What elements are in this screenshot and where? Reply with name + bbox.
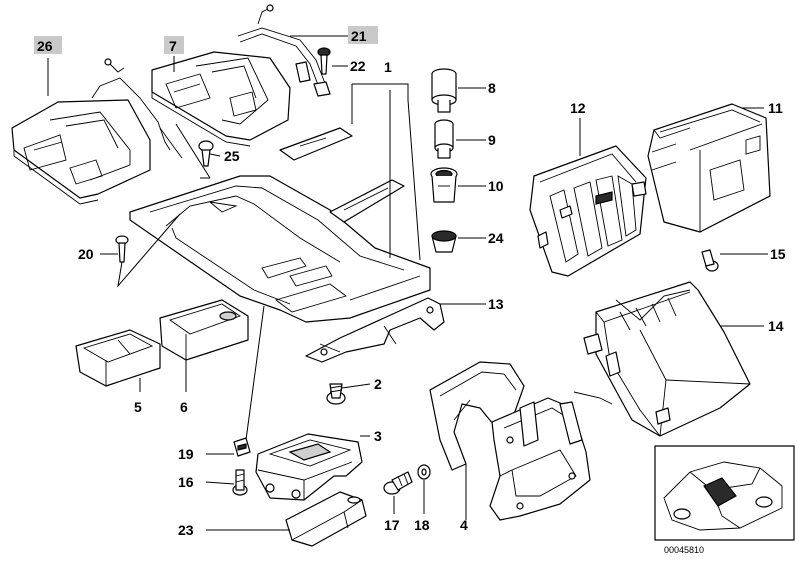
- part-15-screw: [701, 249, 719, 272]
- part-26-shift-bezel: [11, 58, 183, 205]
- label-9: 9: [488, 132, 496, 148]
- label-12: 12: [570, 100, 586, 116]
- label-24: 24: [488, 230, 504, 246]
- part-17-bolt: [383, 471, 413, 495]
- part-19-clip: [233, 437, 251, 457]
- part-18-washer: [417, 464, 431, 480]
- label-10: 10: [488, 178, 504, 194]
- label-2: 2: [374, 376, 382, 392]
- label-26-highlight: [34, 36, 62, 54]
- label-25: 25: [224, 148, 240, 164]
- part-6-ashtray-insert: [159, 299, 249, 361]
- label-15: 15: [770, 246, 786, 262]
- part-4-support-frame: [429, 361, 613, 521]
- part-9-lighter-element: [434, 119, 454, 159]
- part-21-indicator-cable: [237, 4, 331, 97]
- label-21-highlight: [348, 26, 378, 44]
- part-1-console-body: [129, 83, 431, 323]
- part-20-screw: [115, 235, 129, 263]
- label-16: 16: [178, 474, 194, 490]
- part-25-screw: [198, 140, 214, 167]
- part-14-storage-compartment: [583, 281, 751, 437]
- label-5: 5: [134, 399, 142, 415]
- label-22: 22: [350, 58, 366, 74]
- label-7: 7: [169, 38, 177, 54]
- part-8-lighter-insert: [431, 68, 457, 113]
- label-20: 20: [78, 246, 94, 262]
- label-7-highlight: [164, 36, 184, 54]
- part-3-ashtray-housing: [255, 433, 363, 501]
- part-13-bracket: [305, 297, 445, 363]
- label-3: 3: [374, 428, 382, 444]
- label-19: 19: [178, 446, 194, 462]
- label-13: 13: [488, 296, 504, 312]
- part-10-lighter-socket: [430, 167, 458, 203]
- part-12-switch-housing: [529, 145, 647, 277]
- label-23: 23: [178, 522, 194, 538]
- label-1: 1: [384, 59, 392, 75]
- catalog-number: 00045810: [664, 545, 704, 555]
- part-24-socket-ring: [431, 230, 457, 253]
- label-8: 8: [488, 80, 496, 96]
- part-16-screw: [232, 469, 248, 496]
- part-23-cover-strip: [285, 491, 367, 547]
- label-4: 4: [460, 517, 468, 533]
- part-11-module-box: [647, 103, 771, 233]
- part-22-screw: [317, 47, 331, 75]
- label-18: 18: [414, 517, 430, 533]
- leader-lines: [47, 35, 768, 531]
- label-21: 21: [351, 28, 367, 44]
- part-7-shift-bezel: [151, 51, 291, 147]
- part-2-screw: [326, 383, 346, 405]
- label-26: 26: [37, 38, 53, 54]
- vehicle-thumbnail: [654, 445, 795, 541]
- label-14: 14: [768, 318, 784, 334]
- part-5-storage-tray: [75, 329, 161, 387]
- label-11: 11: [768, 100, 783, 116]
- label-17: 17: [384, 517, 400, 533]
- label-6: 6: [180, 399, 188, 415]
